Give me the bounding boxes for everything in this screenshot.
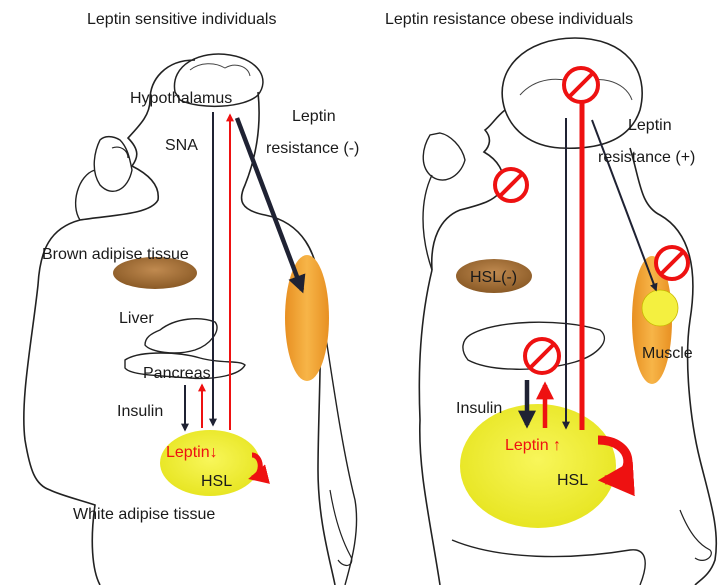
right-panel-title: Leptin resistance obese individuals <box>385 11 633 28</box>
right-hypothalamus-muscle-arrow <box>592 120 656 290</box>
left-hsl-label: HSL <box>201 473 232 490</box>
left-sna-label: SNA <box>165 137 198 154</box>
left-leptin-resistance-line1: Leptin <box>292 108 336 125</box>
left-liver-outline <box>145 319 217 353</box>
left-hand-outline <box>94 137 132 192</box>
right-belly-outline <box>452 540 645 585</box>
prohibit-icon <box>495 169 527 201</box>
right-leptin-label: Leptin ↑ <box>505 437 561 454</box>
right-torso-outline <box>419 270 440 585</box>
left-leptin-resistance-line2: resistance (-) <box>266 140 359 157</box>
left-insulin-label: Insulin <box>117 403 163 420</box>
left-brain-squiggle <box>190 64 250 76</box>
left-right-hand-outline <box>330 490 352 565</box>
prohibit-icon <box>525 339 559 373</box>
left-liver-label: Liver <box>119 310 154 327</box>
right-hsl-neg-label: HSL(-) <box>470 269 517 286</box>
right-figure <box>419 38 716 585</box>
right-insulin-label: Insulin <box>456 400 502 417</box>
right-leptin-resistance-line2: resistance (+) <box>598 149 695 166</box>
right-hand-outline <box>423 133 465 180</box>
left-panel-title: Leptin sensitive individuals <box>87 11 276 28</box>
left-muscle-fat-shape <box>285 255 329 381</box>
right-arm-outline <box>423 175 432 270</box>
right-muscle-label: Muscle <box>642 345 693 362</box>
left-white-adipose-label: White adipise tissue <box>73 506 215 523</box>
prohibit-icon <box>564 68 598 102</box>
right-hand-down-outline <box>680 510 711 560</box>
right-hsl-label: HSL <box>557 472 588 489</box>
left-brown-adipose-label: Brown adipise tissue <box>42 246 189 263</box>
left-pancreas-label: Pancreas <box>143 365 211 382</box>
prohibit-icon <box>656 247 688 279</box>
left-arm-outline <box>76 170 95 220</box>
right-leptin-resistance-line1: Leptin <box>628 117 672 134</box>
left-hypothalamus-label: Hypothalamus <box>130 90 232 107</box>
right-muscle-yellow-spot <box>642 290 678 326</box>
right-white-adipose-shape <box>460 404 616 528</box>
left-leptin-label: Leptin↓ <box>166 444 218 461</box>
